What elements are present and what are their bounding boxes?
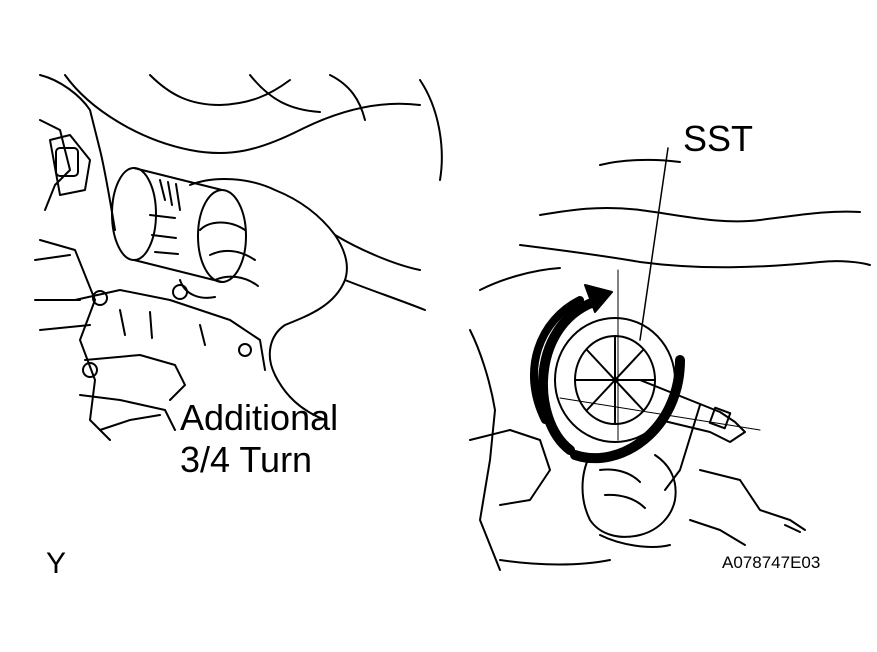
arm-outline [334,234,426,311]
figure-code: A078747E03 [722,553,821,572]
lower-bracket-right [689,469,806,546]
sst-label: SST [683,118,754,159]
left-boss [55,147,79,177]
engine-body-right [469,329,611,571]
wrench-shaft [664,404,701,491]
rotation-arrow [538,295,605,455]
caption-line-1: Additional [180,397,339,438]
filter-cap-spokes [574,335,656,425]
hand-right [581,454,677,548]
wrench-socket [708,406,732,430]
filter-with-wrench [538,147,761,491]
additional-turn-caption: Additional 3/4 Turn [180,397,338,481]
hand-left [179,177,426,421]
left-panel-drawing [34,74,443,441]
right-panel-drawing [469,147,871,571]
filter-body [133,167,223,283]
filter-end-cap [111,167,157,261]
engine-block-outline [39,74,116,441]
hand-outline [179,177,348,421]
sleeve [599,534,671,548]
bolt-1 [92,290,108,306]
housing-ribs [119,309,206,346]
wrench-handle [639,379,746,443]
arrow-head [584,284,613,313]
hand-right-outline [581,454,677,538]
caption-line-2: 3/4 Turn [180,439,313,480]
engine-top-contour-right [479,158,871,291]
bolt-2 [172,284,188,300]
rotation-arrow-left-arc [529,296,584,424]
left-bracket [49,134,91,196]
filter-flutes [149,179,181,255]
sst-leader-line [639,147,669,341]
filter-front-face [197,189,247,283]
bolt-3 [82,362,98,378]
lower-housing [74,289,266,431]
engine-top-contour [64,74,443,181]
oil-filter [111,167,247,283]
bolt-4 [238,343,252,357]
corner-mark-y: Y [46,547,67,580]
rotation-arrow-lower [570,355,685,464]
left-rib [34,254,91,331]
